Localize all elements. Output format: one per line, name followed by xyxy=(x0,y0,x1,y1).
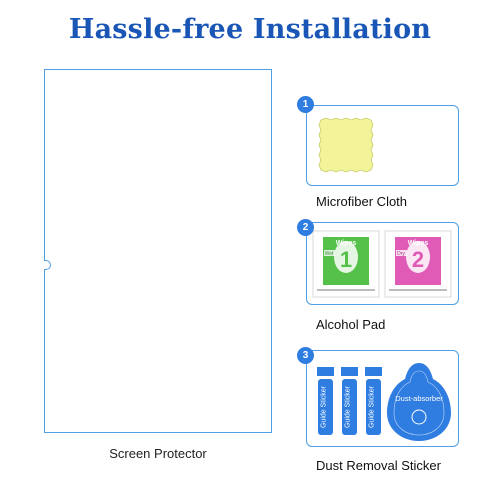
dust-absorber-text: Dust-absorber xyxy=(395,394,443,403)
dry-wipe-digit: 2 xyxy=(412,247,424,272)
alcohol-pad-card: Wipes 1 Wet Wipes 2 Dry xyxy=(306,222,459,305)
dry-wipe-tag: Dry xyxy=(397,251,405,257)
microfiber-cloth-card xyxy=(306,105,459,186)
dry-wipe-title: Wipes xyxy=(408,240,429,247)
dry-wipe-pad: Wipes 2 Dry xyxy=(384,230,452,298)
guide-sticker-2: Guide Sticker xyxy=(341,367,358,435)
protector-notch xyxy=(43,260,51,270)
svg-text:Guide Sticker: Guide Sticker xyxy=(369,385,376,428)
svg-text:Guide Sticker: Guide Sticker xyxy=(345,385,352,428)
microfiber-cloth-label: Microfiber Cloth xyxy=(316,194,408,209)
item-1-badge: 1 xyxy=(297,96,314,113)
microfiber-cloth-image xyxy=(318,117,374,173)
item-3-badge: 3 xyxy=(297,347,314,364)
cloth-shape xyxy=(318,117,374,173)
alcohol-pad-label: Alcohol Pad xyxy=(316,317,386,332)
guide-sticker-1: Guide Sticker xyxy=(317,367,334,435)
item-2-badge: 2 xyxy=(297,219,314,236)
wet-wipe-tag: Wet xyxy=(325,251,334,257)
screen-protector xyxy=(43,69,272,433)
dust-absorber-sticker: Dust-absorber xyxy=(387,363,451,441)
screen-protector-label: Screen Protector xyxy=(109,446,207,461)
dust-removal-sticker-label: Dust Removal Sticker xyxy=(316,458,441,473)
guide-sticker-3: Guide Sticker xyxy=(365,367,382,435)
dust-removal-sticker-card: Guide Sticker Guide Sticker Guide Sticke… xyxy=(306,350,459,447)
wet-wipe-pad: Wipes 1 Wet xyxy=(312,230,380,298)
page-title: Hassle-free Installation xyxy=(68,14,432,45)
dust-stickers-image: Guide Sticker Guide Sticker Guide Sticke… xyxy=(317,363,451,441)
wet-wipe-title: Wipes xyxy=(336,240,357,247)
wet-wipe-digit: 1 xyxy=(340,247,352,272)
alcohol-pads-image: Wipes 1 Wet Wipes 2 Dry xyxy=(312,230,452,298)
svg-text:Guide Sticker: Guide Sticker xyxy=(321,385,328,428)
